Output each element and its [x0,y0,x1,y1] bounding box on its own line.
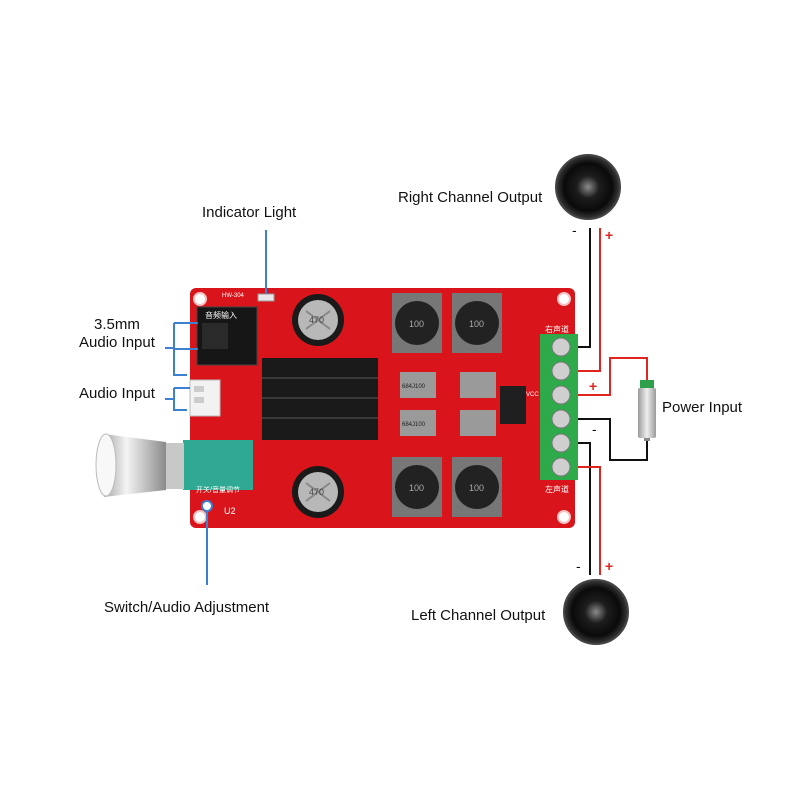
chip [460,410,496,436]
board-inductor: 100 [469,483,484,493]
mount-hole [193,292,207,306]
chip [460,372,496,398]
board-u2: U2 [224,506,236,516]
board-model: HW-304 [222,293,245,299]
polarity-plus: + [605,558,613,574]
label-audio-input: Audio Input [79,385,155,402]
label-indicator-light: Indicator Light [202,204,297,221]
capacitor-top [292,294,344,346]
polarity-minus: - [572,222,577,238]
capacitor-bottom [292,466,344,518]
polarity-minus: - [576,558,581,574]
board-inductor: 100 [409,483,424,493]
indicator-led [257,293,275,302]
regulator [500,386,526,424]
board-cap-top: 470 [309,315,324,325]
wires [578,228,648,575]
heat-sink [262,358,378,440]
mount-hole [557,292,571,306]
label-switch-audio-adjustment: Switch/Audio Adjustment [104,599,270,616]
polarity-plus: + [589,378,597,394]
chip [400,372,436,398]
board-vcc: VCC [526,392,539,398]
label-35mm-line2: Audio Input [79,334,155,351]
board-right-cn: 右声道 [545,324,569,334]
callout-lines [165,230,267,585]
board-left-cn: 左声道 [545,484,569,494]
board-chip-b: 684J100 [402,422,426,428]
board-inductor: 100 [409,319,424,329]
mount-hole [193,510,207,524]
mount-hole [557,510,571,524]
speaker-right-icon [555,154,621,220]
label-right-channel-output: Right Channel Output [398,189,543,206]
label-35mm-line1: 3.5mm [94,316,140,333]
label-left-channel-output: Left Channel Output [411,607,546,624]
speaker-left-icon [563,579,629,645]
inductors [392,293,502,517]
board-audio-cn: 音频输入 [205,310,237,320]
potentiometer [183,440,253,490]
battery-icon [638,380,656,441]
chip [400,410,436,436]
pcb-board [95,288,575,528]
label-power-input: Power Input [662,399,743,416]
polarity-minus: - [592,421,597,437]
label-35mm-audio-input: 3.5mm Audio Input [79,316,155,352]
polarity-plus: + [605,227,613,243]
terminal-block [540,334,578,480]
board-inductor: 100 [469,319,484,329]
board-switch-cn: 开关/音量调节 [196,485,240,494]
board-chip-a: 684J100 [402,384,426,390]
board-cap-bottom: 470 [309,487,324,497]
